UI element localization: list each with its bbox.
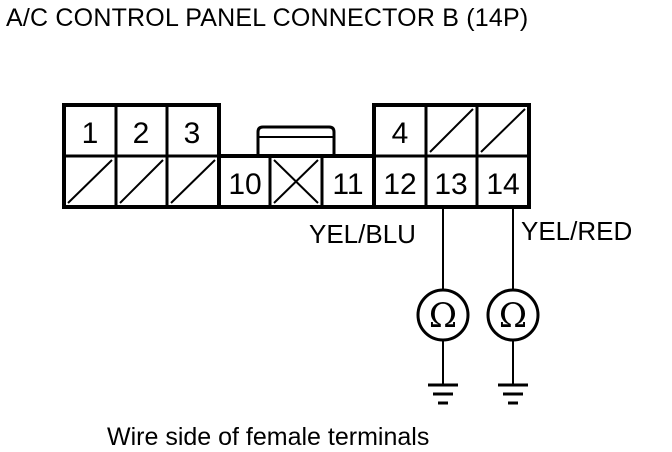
empty-cavity-slash	[429, 108, 474, 153]
x-mark	[273, 159, 319, 204]
pin-4-label: 4	[392, 117, 409, 150]
pin-10-label: 10	[228, 168, 261, 201]
ohmmeter-pin14: Ω	[486, 288, 540, 342]
diagram-title: A/C CONTROL PANEL CONNECTOR B (14P)	[6, 4, 529, 32]
empty-cavity-slash	[480, 108, 526, 153]
pin-2-label: 2	[133, 117, 150, 150]
pin-12-label: 12	[383, 168, 416, 201]
empty-cavity-slash	[170, 159, 216, 204]
pin-3-label: 3	[184, 117, 201, 150]
ohm-symbol: Ω	[499, 296, 527, 336]
pin-13-label: 13	[434, 168, 467, 201]
connector-right-block	[372, 103, 531, 209]
wire-color-label-pin13: YEL/BLU	[309, 219, 416, 249]
connector-middle-block	[217, 125, 376, 209]
ground-icon	[498, 383, 528, 405]
pin-11-label: 11	[332, 168, 363, 201]
empty-cavity-slash	[119, 159, 164, 204]
locking-tab	[256, 125, 336, 156]
ground-icon	[428, 383, 458, 405]
connector-left-block	[62, 103, 221, 209]
ohmmeter-pin13: Ω	[416, 288, 470, 342]
wire-color-label-pin14: YEL/RED	[521, 216, 632, 246]
view-caption: Wire side of female terminals	[107, 423, 429, 451]
pin-1-label: 1	[82, 117, 99, 150]
empty-cavity-slash	[67, 159, 113, 204]
ohm-symbol: Ω	[429, 296, 457, 336]
pin-14-label: 14	[486, 168, 519, 201]
